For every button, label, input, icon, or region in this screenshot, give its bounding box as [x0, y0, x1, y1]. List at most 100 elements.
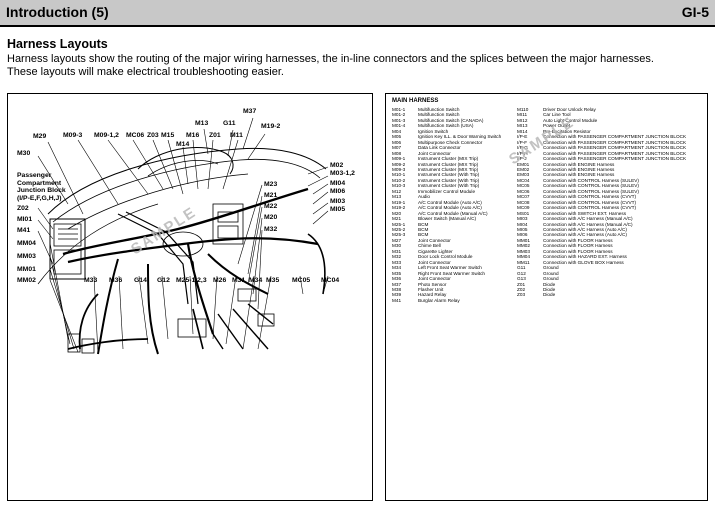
label-m25-123: M25-1,2,3 — [176, 277, 207, 284]
legend-code: G12 — [517, 270, 526, 276]
label-mc06: MC06 — [126, 132, 145, 139]
legend-code: M41 — [392, 297, 402, 303]
label-m11: M11 — [230, 132, 243, 139]
label-mm02: MM02 — [17, 277, 36, 284]
legend-description: Multipurpose Check Connector — [418, 139, 483, 145]
legend-code: MC09 — [517, 205, 530, 211]
label-m31: M31 — [232, 277, 246, 284]
legend-description: Connection with ENGINE Harness — [543, 172, 615, 178]
legend-description: Connection with CONTROL Harness (SULEV) — [543, 188, 639, 194]
legend-description: Connection with PASSENGER COMPARTMENT JU… — [543, 156, 687, 162]
label-m13: M13 — [195, 120, 209, 127]
junction-block-label: Passenger Compartment Junction Block (I/… — [17, 172, 66, 202]
legend-code: M31 — [392, 248, 402, 254]
label-g12: G12 — [157, 277, 170, 284]
label-m22: M22 — [264, 203, 278, 210]
legend-code: M09-3 — [392, 166, 406, 172]
legend-description: Instrument Cluster (MIX Trip) — [418, 161, 479, 167]
legend-code: M09-2 — [392, 161, 406, 167]
label-m21: M21 — [264, 192, 278, 199]
legend-description: Audio — [418, 194, 430, 200]
legend-code: M110 — [517, 107, 529, 112]
legend-code: M33 — [392, 259, 402, 265]
legend-code: M25-1 — [392, 221, 406, 227]
legend-code: Z01 — [517, 281, 526, 287]
label-g11: G11 — [223, 120, 236, 127]
legend-description: Connection with PASSENGER COMPARTMENT JU… — [543, 139, 687, 145]
legend-code: G13 — [517, 276, 526, 282]
legend-description: Multifunction Switch — [418, 107, 460, 112]
header-page-number: GI-5 — [681, 4, 709, 20]
legend-title: MAIN HARNESS — [392, 98, 439, 104]
legend-code: M20 — [392, 210, 402, 216]
legend-description: Connection with FLOOR Harness — [543, 243, 613, 249]
legend-code: MI05 — [517, 226, 528, 232]
label-m35: M35 — [266, 277, 280, 284]
legend-code: M38 — [392, 286, 402, 292]
legend-description: Connection with GLOVE BOX Harness — [543, 259, 624, 265]
label-m36: M36 — [109, 277, 123, 284]
legend-description: Connection with ENGINE Harness — [543, 166, 615, 172]
legend-code: M04 — [392, 128, 402, 134]
legend-description: Ignition Switch — [418, 128, 449, 134]
legend-code: MI12 — [517, 117, 528, 123]
legend-description: Connection with HAZARD EXT. Harness — [543, 254, 627, 260]
label-m09-12: M09-1,2 — [94, 132, 119, 139]
legend-description: Pre-Excitation Resistor — [543, 128, 591, 134]
legend-code: M01-4 — [392, 123, 406, 129]
label-m29: M29 — [33, 133, 47, 140]
legend-code: MI06 — [517, 232, 528, 238]
label-m15: M15 — [161, 132, 175, 139]
label-m23: M23 — [264, 181, 278, 188]
label-m02: M02 — [330, 162, 344, 169]
legend-description: BCM — [418, 226, 429, 232]
legend-code: MI14 — [517, 128, 528, 134]
legend-description: Connection with CONTROL Harness (SULEV) — [543, 177, 639, 183]
legend-description: Power Outlet — [543, 123, 571, 129]
intro-line-2: These layouts will make electrical troub… — [7, 66, 284, 78]
legend-code: MC04 — [517, 177, 530, 183]
legend-description: Driver Door Unlock Relay — [543, 107, 596, 112]
intro-text: Harness layouts show the routing of the … — [7, 53, 707, 79]
legend-code: Z02 — [517, 286, 526, 292]
legend-code: MI04 — [517, 221, 528, 227]
legend-code: M09-1 — [392, 156, 406, 162]
legend-code: M30 — [392, 243, 402, 249]
legend-description: Connection with A/C Harness (Auto A/C) — [543, 232, 627, 238]
harness-drawing — [37, 117, 329, 355]
legend-code: M25-3 — [392, 232, 406, 238]
legend-code: M39 — [392, 292, 402, 298]
legend-description: Ground — [543, 265, 559, 271]
label-mm04: MM04 — [17, 240, 36, 247]
legend-code: MC07 — [517, 194, 530, 200]
legend-description: Connection with A/C Harness (Manual A/C) — [543, 216, 633, 222]
label-m34: M34 — [249, 277, 263, 284]
legend-description: BCM — [418, 232, 429, 238]
